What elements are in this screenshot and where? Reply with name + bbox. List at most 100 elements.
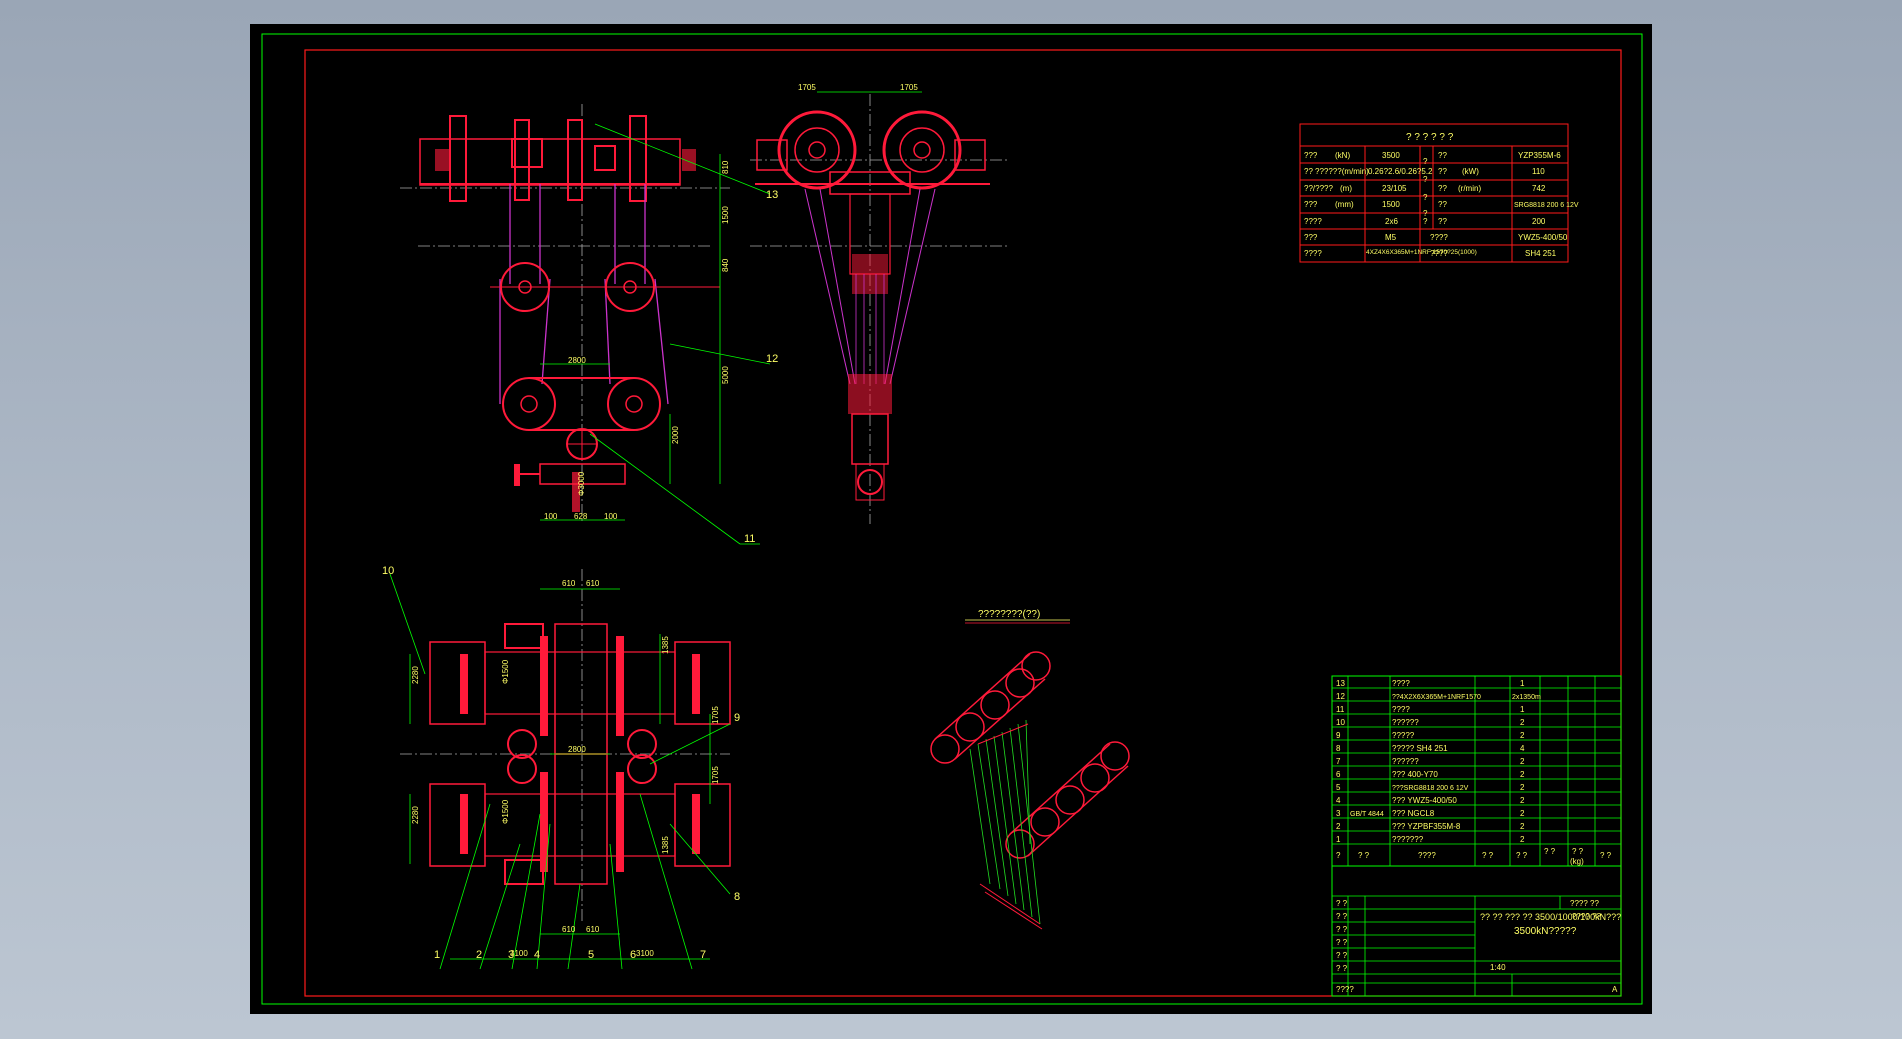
svg-text:? ?: ? ? — [1336, 899, 1348, 908]
dim-label: 610 — [562, 579, 576, 588]
balloon-11[interactable]: 11 — [744, 533, 755, 545]
svg-text:13: 13 — [1336, 679, 1345, 688]
balloon-9[interactable]: 9 — [734, 712, 740, 724]
balloon-12[interactable]: 12 — [766, 353, 778, 365]
svg-text:2: 2 — [1336, 822, 1341, 831]
svg-text:????: ???? — [1392, 679, 1410, 688]
svg-text:??: ?? — [1438, 200, 1447, 209]
dim-label: 2280 — [411, 666, 420, 684]
balloon-8[interactable]: 8 — [734, 891, 740, 903]
part-balloons: 1 2 3 4 5 6 7 8 9 10 11 12 13 — [382, 189, 778, 961]
dim-label: 2800 — [568, 356, 586, 365]
svg-text:GB/T 4844: GB/T 4844 — [1350, 811, 1384, 818]
svg-text:?: ? — [1423, 209, 1428, 218]
svg-text:2x6: 2x6 — [1385, 217, 1398, 226]
svg-text:??: ?? — [1438, 184, 1447, 193]
svg-text:? ?: ? ? — [1516, 851, 1528, 860]
svg-text:????: ???? — [1336, 985, 1354, 994]
balloon-2[interactable]: 2 — [476, 949, 482, 961]
svg-text:??: ?? — [1438, 217, 1447, 226]
svg-text:(mm): (mm) — [1335, 200, 1354, 209]
dim-label: 3100 — [636, 949, 654, 958]
front-view: 810 1500 840 5000 2000 2800 100 628 100 … — [400, 104, 771, 545]
dim-label: Φ1500 — [501, 799, 510, 824]
svg-text:???SRG8818 200 6 12V: ???SRG8818 200 6 12V — [1392, 785, 1469, 792]
drawing-title-line-2: 3500kN????? — [1514, 926, 1577, 937]
svg-text:23/105: 23/105 — [1382, 184, 1407, 193]
reeving-diagram: ????????(??) — [930, 609, 1130, 930]
dim-label: 100 — [604, 512, 618, 521]
svg-text:SH4 251: SH4 251 — [1525, 249, 1557, 258]
svg-text:4: 4 — [1520, 744, 1525, 753]
svg-text:2: 2 — [1520, 835, 1525, 844]
svg-text:????: ???? — [1430, 233, 1448, 242]
dim-label: 1705 — [711, 706, 720, 724]
svg-text:??: ?? — [1438, 151, 1447, 160]
svg-text:2: 2 — [1520, 809, 1525, 818]
dim-label: 810 — [721, 160, 730, 174]
svg-text:???: ??? — [1304, 151, 1318, 160]
svg-text:?: ? — [1423, 217, 1428, 226]
dim-label: 3100 — [510, 949, 528, 958]
svg-text:3: 3 — [1336, 809, 1341, 818]
balloon-3[interactable]: 3 — [508, 949, 514, 961]
svg-text:??????(m/min): ??????(m/min) — [1315, 167, 1369, 176]
svg-text:??? 400-Y70: ??? 400-Y70 — [1392, 770, 1438, 779]
svg-text:?: ? — [1423, 175, 1428, 184]
svg-text:2x1350m: 2x1350m — [1512, 694, 1541, 701]
svg-text:??????: ?????? — [1392, 757, 1419, 766]
dim-label: 610 — [586, 579, 600, 588]
svg-text:12: 12 — [1336, 692, 1345, 701]
svg-text:????: ???? — [1304, 217, 1322, 226]
svg-text:????? SH4 251: ????? SH4 251 — [1392, 744, 1448, 753]
balloon-6[interactable]: 6 — [630, 949, 636, 961]
svg-text:(r/min): (r/min) — [1458, 184, 1481, 193]
svg-text:1: 1 — [1520, 679, 1525, 688]
svg-text:???: ??? — [1304, 233, 1318, 242]
svg-text:???? ??: ???? ?? — [1570, 899, 1599, 908]
svg-text:2: 2 — [1520, 783, 1525, 792]
dim-label: 628 — [574, 512, 588, 521]
balloon-13[interactable]: 13 — [766, 189, 778, 201]
svg-text:6: 6 — [1336, 770, 1341, 779]
side-view: 1705 1705 — [750, 83, 1010, 524]
balloon-5[interactable]: 5 — [588, 949, 594, 961]
svg-text:1500: 1500 — [1382, 200, 1400, 209]
dim-label: 1385 — [661, 636, 670, 654]
svg-text:? ?: ? ? — [1482, 851, 1494, 860]
svg-text:10: 10 — [1336, 718, 1345, 727]
svg-text:? ?: ? ? — [1336, 964, 1348, 973]
svg-text:???: ??? — [1304, 200, 1318, 209]
dim-label: 5000 — [721, 366, 730, 384]
dim-label: Φ3000 — [577, 471, 586, 496]
balloon-1[interactable]: 1 — [434, 949, 440, 961]
svg-text:??? YWZ5-400/50: ??? YWZ5-400/50 — [1392, 796, 1457, 805]
outer-frame — [261, 33, 1643, 1005]
svg-text:1: 1 — [1520, 705, 1525, 714]
svg-text:? ?: ? ? — [1572, 847, 1584, 856]
svg-text:4XZ4X6X365M+1NRF 1570?25(1000): 4XZ4X6X365M+1NRF 1570?25(1000) — [1366, 249, 1477, 256]
svg-text:????: ???? — [1392, 705, 1410, 714]
drawing-canvas[interactable]: 810 1500 840 5000 2000 2800 100 628 100 … — [250, 24, 1652, 1014]
plan-view: 610 610 1385 2280 Φ1500 1705 2800 1705 2… — [389, 569, 731, 970]
svg-text:??: ?? — [1304, 167, 1313, 176]
svg-text:??: ?? — [1438, 167, 1447, 176]
balloon-7[interactable]: 7 — [700, 949, 706, 961]
svg-text:??/????: ??/???? — [1304, 184, 1333, 193]
dim-label: 1500 — [721, 206, 730, 224]
svg-text:YZP355M-6: YZP355M-6 — [1518, 151, 1561, 160]
svg-text:? ?: ? ? — [1336, 951, 1348, 960]
svg-text:?: ? — [1423, 193, 1428, 202]
svg-text:?: ? — [1336, 851, 1341, 860]
svg-text:11: 11 — [1336, 705, 1345, 714]
balloon-10[interactable]: 10 — [382, 565, 394, 577]
balloon-4[interactable]: 4 — [534, 949, 540, 961]
svg-text:? ?: ? ? — [1336, 938, 1348, 947]
svg-text:YWZ5-400/50: YWZ5-400/50 — [1518, 233, 1568, 242]
dim-label: 610 — [586, 925, 600, 934]
svg-text:SRG8818 200 6 12V: SRG8818 200 6 12V — [1514, 202, 1579, 209]
dim-label: 2800 — [568, 745, 586, 754]
title-block: ? ?? ?? ? ? ?? ?? ? ???? ???? ?? ???? ??… — [1331, 865, 1622, 997]
svg-text:(m): (m) — [1340, 184, 1352, 193]
